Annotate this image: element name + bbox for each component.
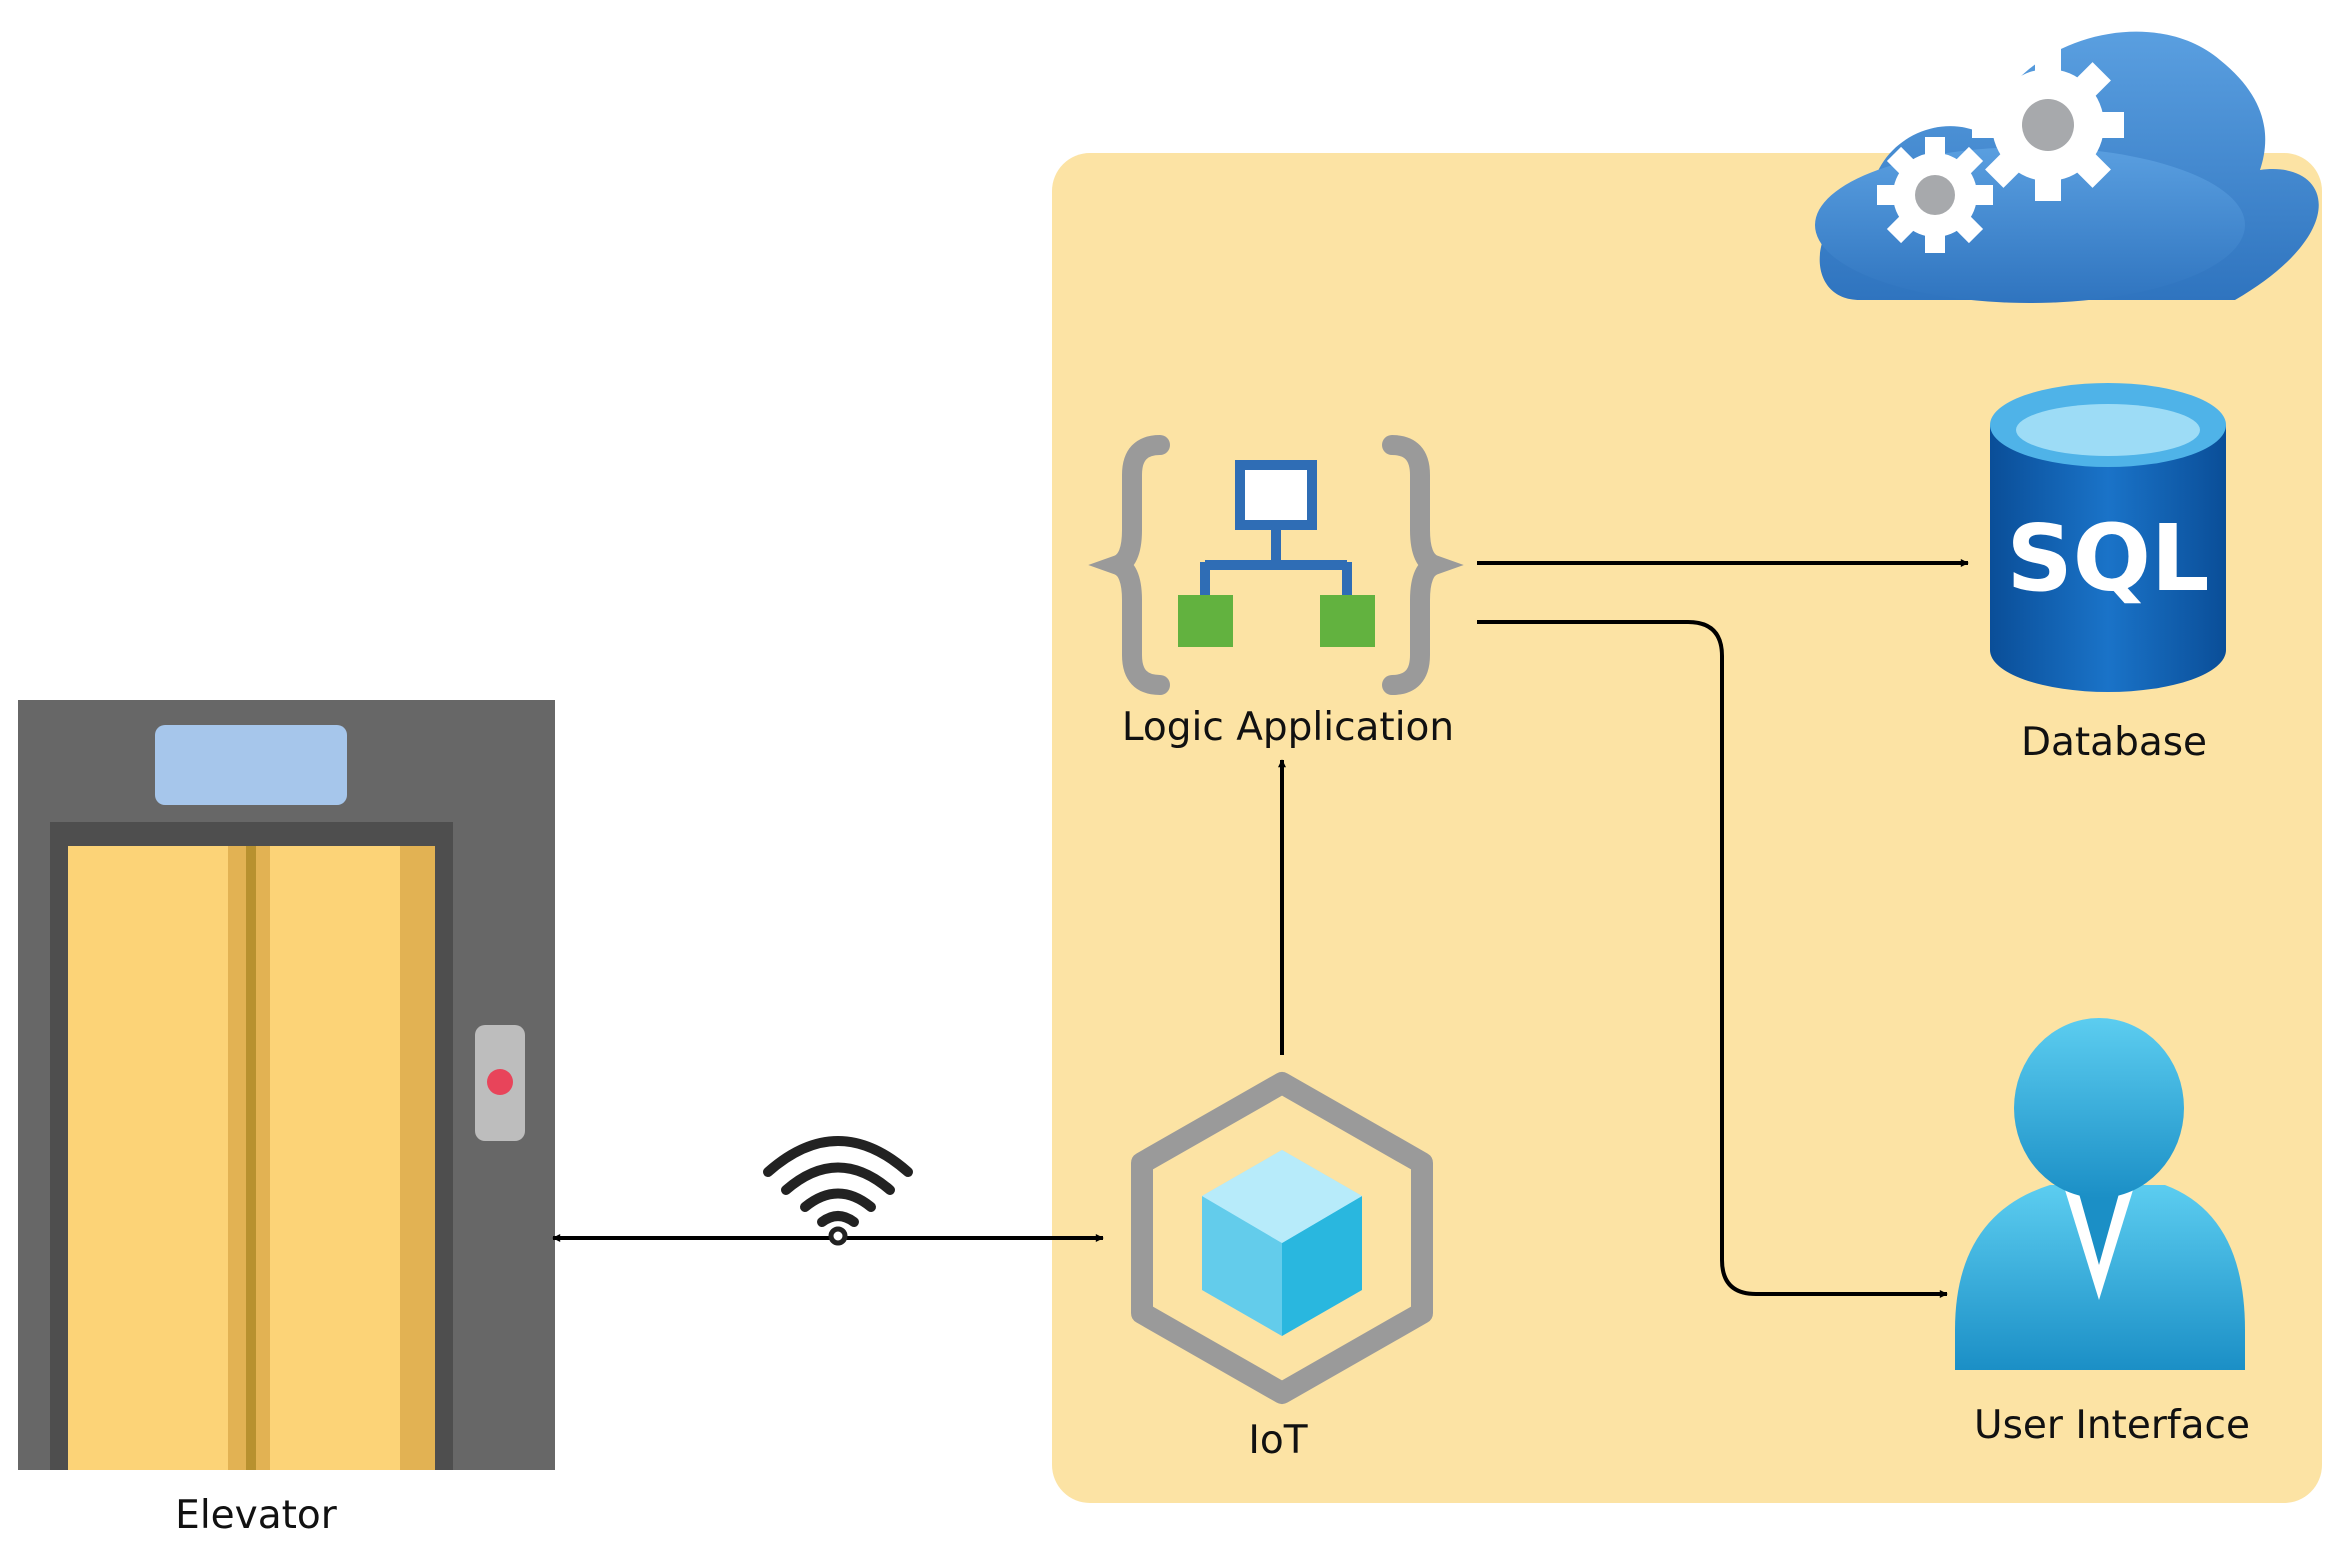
edge-logic-user-interface xyxy=(1477,620,1948,1298)
cloud-gears-icon xyxy=(1815,31,2319,303)
user-icon xyxy=(1955,1018,2245,1370)
database-label: Database xyxy=(2021,720,2207,765)
elevator-icon xyxy=(18,700,555,1470)
user-interface-label: User Interface xyxy=(1974,1403,2250,1448)
logic-app-icon xyxy=(1088,435,1464,695)
wifi-icon xyxy=(763,1136,913,1246)
elevator-call-button xyxy=(487,1069,513,1095)
elevator-label: Elevator xyxy=(175,1493,338,1538)
logic-app-label: Logic Application xyxy=(1122,705,1454,750)
iot-hub-icon xyxy=(1131,1072,1433,1404)
sql-icon-glyph: SQL xyxy=(2006,505,2209,612)
sql-database-icon: SQL xyxy=(1990,383,2226,692)
iot-label: IoT xyxy=(1248,1418,1307,1463)
